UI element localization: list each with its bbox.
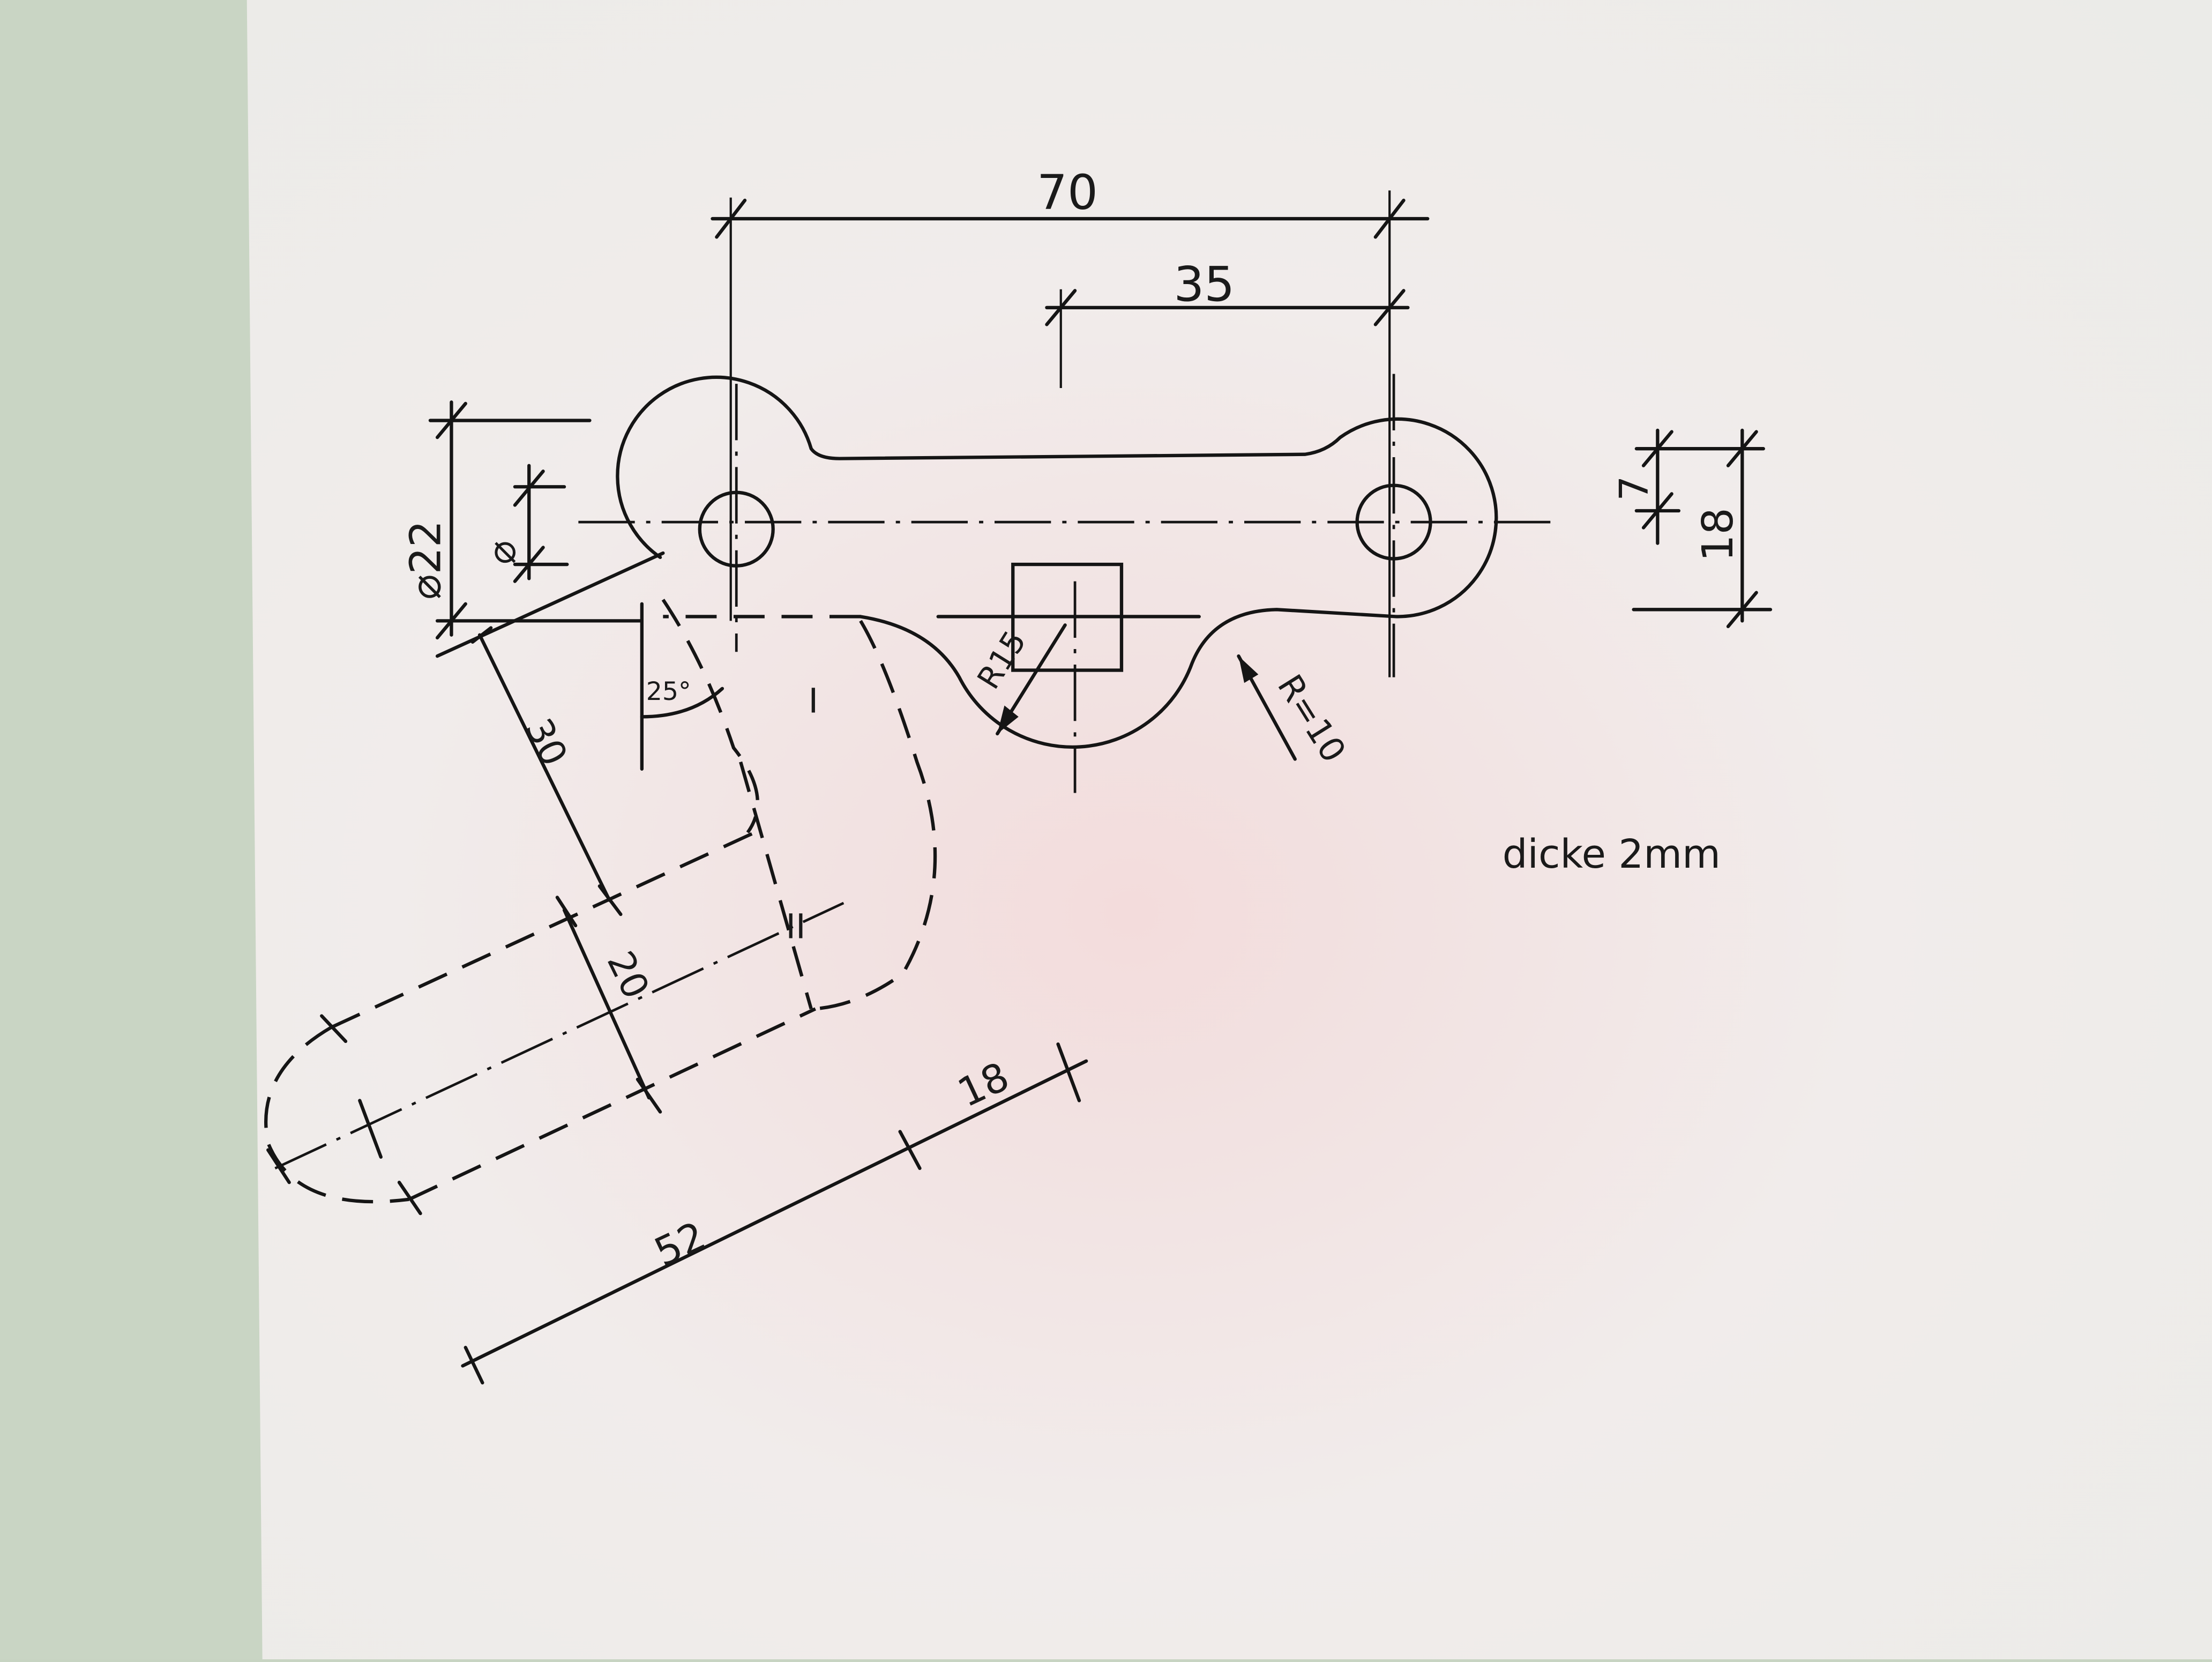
bend-line-2: II: [786, 907, 805, 946]
dim-70: 70: [1037, 165, 1098, 221]
square-cutout: [1011, 562, 1124, 672]
bent-tab: [264, 599, 937, 1204]
left-hole: [698, 490, 775, 568]
bend-line-1: I: [809, 681, 819, 720]
dim-18-right: 18: [1693, 508, 1743, 561]
right-hole: [1355, 483, 1432, 561]
dim-7: 7: [1612, 476, 1657, 501]
thickness-note: dicke 2mm: [1503, 832, 1721, 877]
dim-hole-diameter: ⌀: [479, 541, 525, 564]
part-outline: [616, 375, 1498, 749]
dim-angle: 25°: [646, 677, 691, 706]
dim-35: 35: [1174, 257, 1235, 312]
paper-sheet: [246, 0, 2212, 1659]
dim-boss-diameter: ⌀22: [401, 520, 450, 600]
dimension-lines: [266, 190, 1773, 1385]
